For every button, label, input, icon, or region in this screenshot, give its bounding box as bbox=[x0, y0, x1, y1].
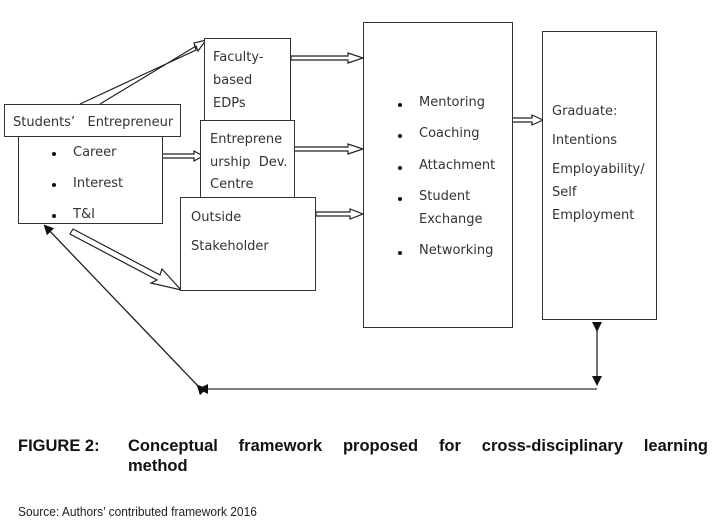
figure-label: FIGURE 2: bbox=[18, 437, 100, 455]
feedback-diagonal bbox=[43, 224, 208, 396]
bullet bbox=[52, 152, 56, 156]
activity-student: Student bbox=[419, 189, 471, 204]
bullet bbox=[52, 183, 56, 187]
bullet bbox=[398, 103, 402, 107]
activity-attachment: Attachment bbox=[419, 158, 496, 173]
edc-line-2: urship Dev. bbox=[210, 155, 288, 170]
edc-box bbox=[200, 120, 295, 200]
edc-line-1: Entreprene bbox=[210, 132, 283, 147]
arrow-students-to-outside bbox=[69, 228, 183, 292]
students-item-ti: T&I bbox=[73, 207, 95, 222]
bullet bbox=[398, 197, 402, 201]
students-title: Students’ Entrepreneur bbox=[13, 115, 174, 130]
bullet bbox=[398, 134, 402, 138]
activity-coaching: Coaching bbox=[419, 126, 480, 141]
arrow-edc-to-activities bbox=[293, 143, 365, 155]
source-note: Source: Authors’ contributed framework 2… bbox=[18, 504, 257, 519]
arrow-activities-to-graduate bbox=[511, 114, 545, 126]
arrow-faculty-to-activities bbox=[290, 52, 365, 64]
activities-box bbox=[363, 22, 513, 328]
graduate-line-1: Graduate: bbox=[552, 104, 618, 119]
arrow-students-to-edc bbox=[163, 149, 205, 163]
figure-caption-line-2: method bbox=[128, 457, 188, 475]
bullet bbox=[52, 214, 56, 218]
graduate-line-4: Self bbox=[552, 185, 577, 200]
students-box bbox=[18, 136, 163, 224]
bullet bbox=[398, 166, 402, 170]
edc-line-3: Centre bbox=[210, 177, 254, 192]
faculty-line-3: EDPs bbox=[213, 96, 246, 111]
students-item-interest: Interest bbox=[73, 176, 124, 191]
students-header-box bbox=[4, 104, 181, 137]
outside-line-1: Outside bbox=[191, 210, 242, 225]
faculty-line-1: Faculty- bbox=[213, 50, 264, 65]
students-item-career: Career bbox=[73, 145, 117, 160]
arrow-students-to-faculty bbox=[79, 39, 208, 105]
bullet bbox=[398, 251, 402, 255]
outside-line-2: Stakeholder bbox=[191, 239, 269, 254]
graduate-line-5: Employment bbox=[552, 208, 635, 223]
faculty-line-2: based bbox=[213, 73, 253, 88]
arrow-outside-to-activities bbox=[315, 208, 365, 220]
faculty-edps-box bbox=[204, 38, 291, 122]
figure-caption-line-1: Conceptual framework proposed for cross-… bbox=[128, 437, 708, 455]
graduate-line-3: Employability/ bbox=[552, 162, 645, 177]
outside-stakeholder-box bbox=[180, 197, 316, 291]
graduate-box bbox=[542, 31, 657, 320]
activity-networking: Networking bbox=[419, 243, 494, 258]
activity-exchange: Exchange bbox=[419, 212, 483, 227]
graduate-line-2: Intentions bbox=[552, 133, 618, 148]
activity-mentoring: Mentoring bbox=[419, 95, 485, 110]
